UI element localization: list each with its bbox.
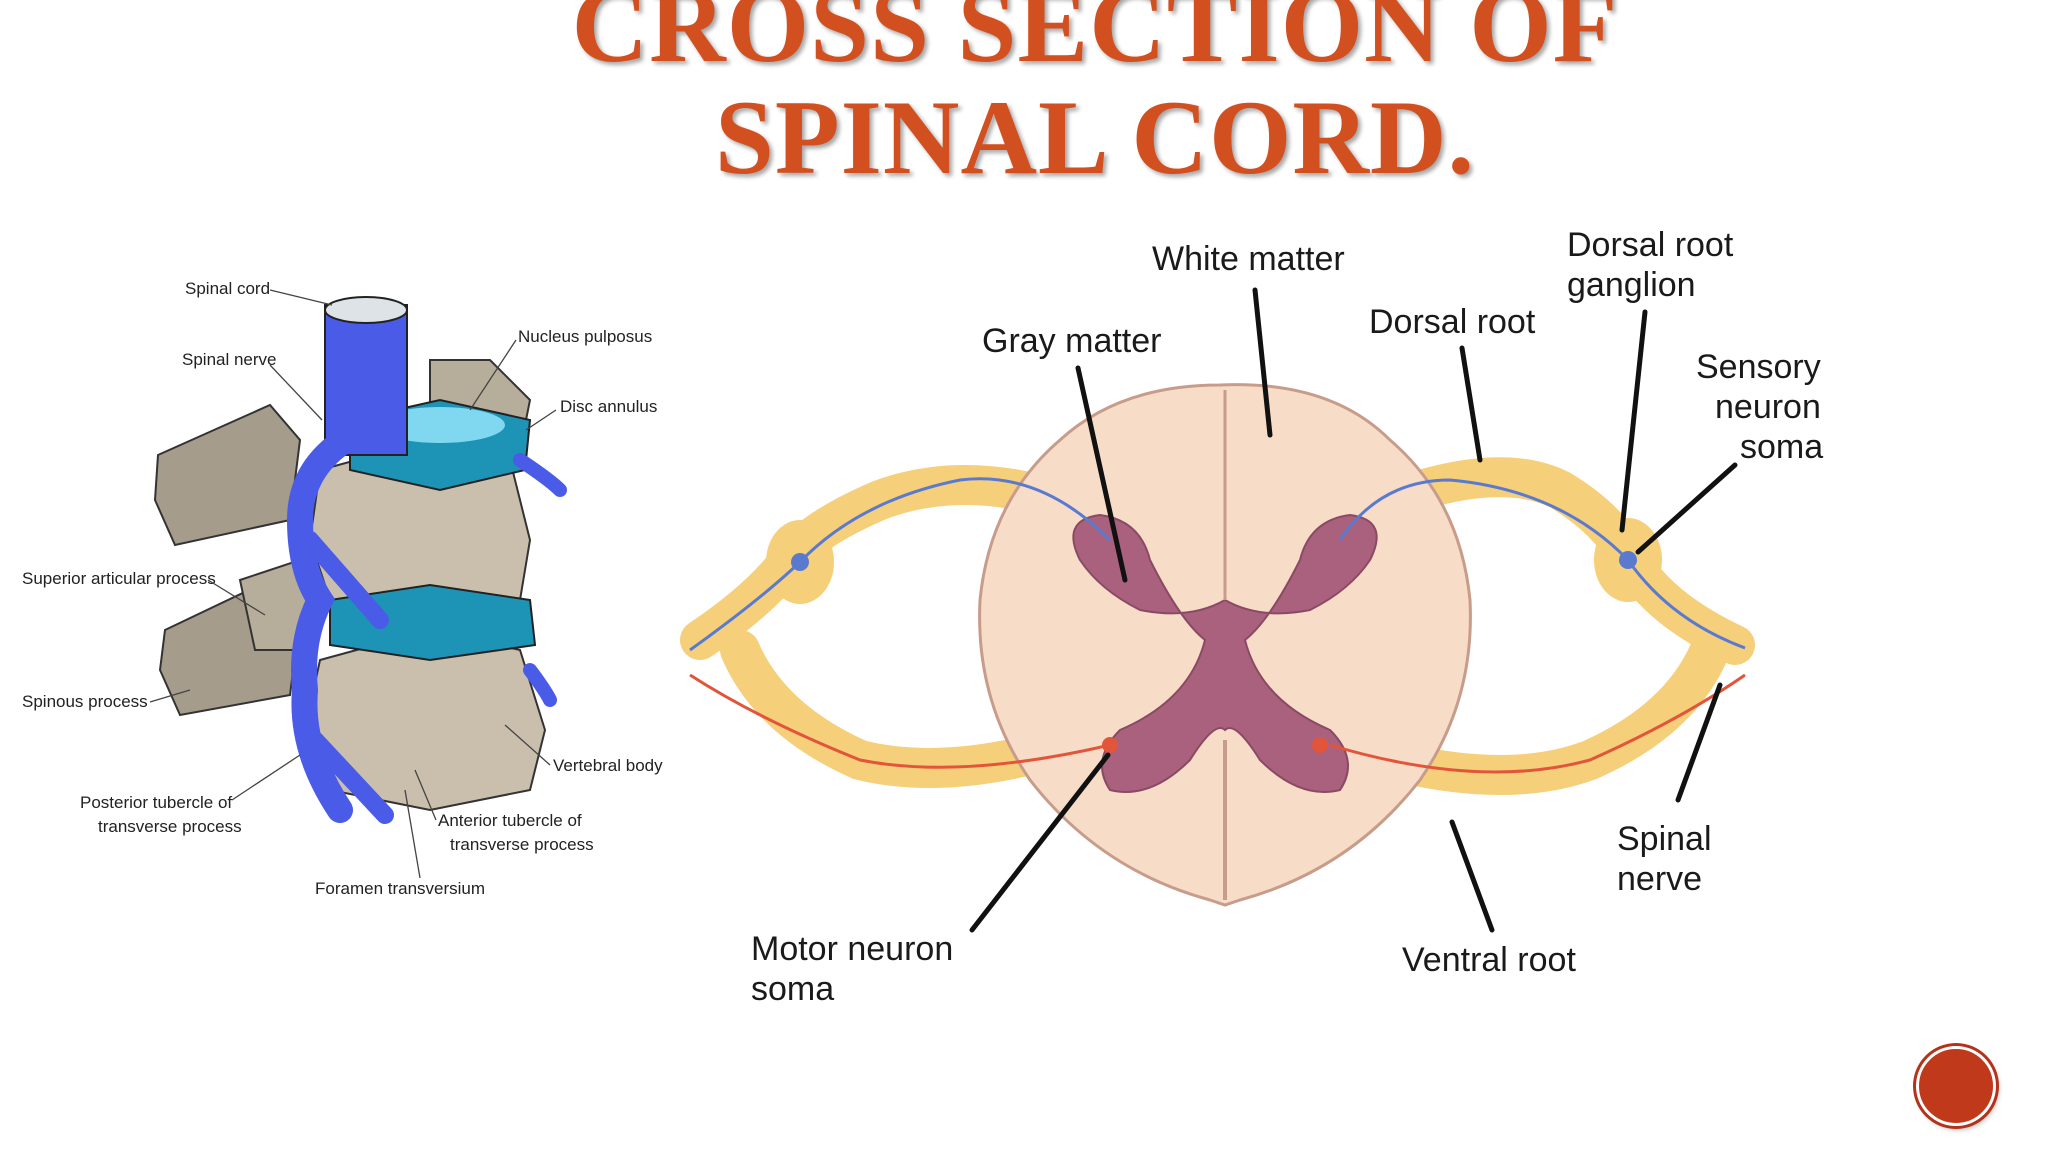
leader-ventral-root (1449, 819, 1495, 933)
leader-spinal-cord (269, 289, 333, 306)
nerve-branch-lower (306, 731, 394, 824)
motor-soma-right (1312, 737, 1328, 753)
label-dorsal-root-ganglion-1: Dorsal root (1567, 226, 1734, 264)
label-white-matter: White matter (1152, 240, 1345, 278)
motor-soma-left (1102, 737, 1118, 753)
label-anterior-tubercle-2: transverse process (450, 835, 594, 854)
leader-superior-articular (207, 579, 266, 616)
leader-gray-matter (1075, 365, 1128, 583)
motor-axon (689, 673, 1111, 769)
label-sensory-1: Sensory (1696, 348, 1821, 386)
leader-disc-annulus (525, 409, 557, 431)
vertebrae-diagram: Spinal cord Spinal nerve Nucleus pulposu… (22, 279, 663, 898)
label-foramen-transversium: Foramen transversium (315, 879, 485, 898)
sensory-soma-left (791, 553, 809, 571)
sensory-axon (689, 477, 1112, 652)
label-disc-annulus: Disc annulus (560, 397, 657, 416)
nerve-branch-right-2 (523, 663, 557, 707)
spinous-process-upper (153, 403, 302, 547)
title-line-1: CROSS SECTION OF (571, 0, 1619, 84)
leader-spinal-nerve-right (1675, 682, 1723, 803)
leader-foramen-transversium (404, 789, 421, 879)
label-vertebral-body: Vertebral body (553, 756, 663, 775)
label-posterior-tubercle-1: Posterior tubercle of (80, 793, 232, 812)
leader-dorsal-root-ganglion (1619, 309, 1648, 533)
next-slide-button[interactable] (1916, 1046, 1996, 1126)
label-sensory-3: soma (1740, 428, 1823, 466)
label-spinal-nerve-1: Spinal (1617, 820, 1712, 858)
leader-spinal-nerve (269, 364, 323, 421)
label-gray-matter: Gray matter (982, 322, 1161, 360)
label-nucleus-pulposus: Nucleus pulposus (518, 327, 652, 346)
sensory-soma-right (1619, 551, 1637, 569)
nerve-branch-right (513, 453, 567, 497)
cross-section-diagram: White matter Dorsal root ganglion Dorsal… (680, 226, 1823, 1008)
label-sensory-2: neuron (1715, 388, 1821, 426)
label-spinous-process: Spinous process (22, 692, 148, 711)
label-motor-2: soma (751, 970, 834, 1008)
leader-posterior-tubercle (231, 754, 301, 801)
label-spinal-nerve: Spinal nerve (182, 350, 277, 369)
slide-title: CROSS SECTION OF SPINAL CORD. (0, 0, 2048, 194)
spinal-cord-top (324, 296, 408, 324)
leader-spinous-process (149, 689, 191, 703)
leader-sensory-soma (1635, 462, 1738, 555)
leader-dorsal-root (1459, 345, 1483, 463)
label-posterior-tubercle-2: transverse process (98, 817, 242, 836)
label-superior-articular-process: Superior articular process (22, 569, 216, 588)
motor-axon-right (1329, 673, 1746, 774)
leader-anterior-tubercle (414, 769, 437, 821)
label-anterior-tubercle-1: Anterior tubercle of (438, 811, 582, 830)
label-dorsal-root-ganglion-2: ganglion (1567, 266, 1696, 304)
leader-white-matter (1252, 287, 1273, 438)
label-spinal-nerve-2: nerve (1617, 860, 1702, 898)
leader-nucleus-pulposus (469, 339, 517, 411)
title-line-2: SPINAL CORD. (714, 79, 1475, 196)
leader-vertebral-body (504, 724, 551, 766)
leader-motor-soma (969, 752, 1111, 933)
nerve-branch-upper (301, 531, 389, 629)
disc-annulus-lower (329, 583, 537, 662)
label-spinal-cord: Spinal cord (185, 279, 270, 298)
label-motor-1: Motor neuron (751, 930, 953, 968)
gray-matter (1072, 513, 1378, 793)
sensory-axon-right (1338, 478, 1746, 650)
label-ventral-root: Ventral root (1402, 941, 1576, 979)
label-dorsal-root: Dorsal root (1369, 303, 1536, 341)
